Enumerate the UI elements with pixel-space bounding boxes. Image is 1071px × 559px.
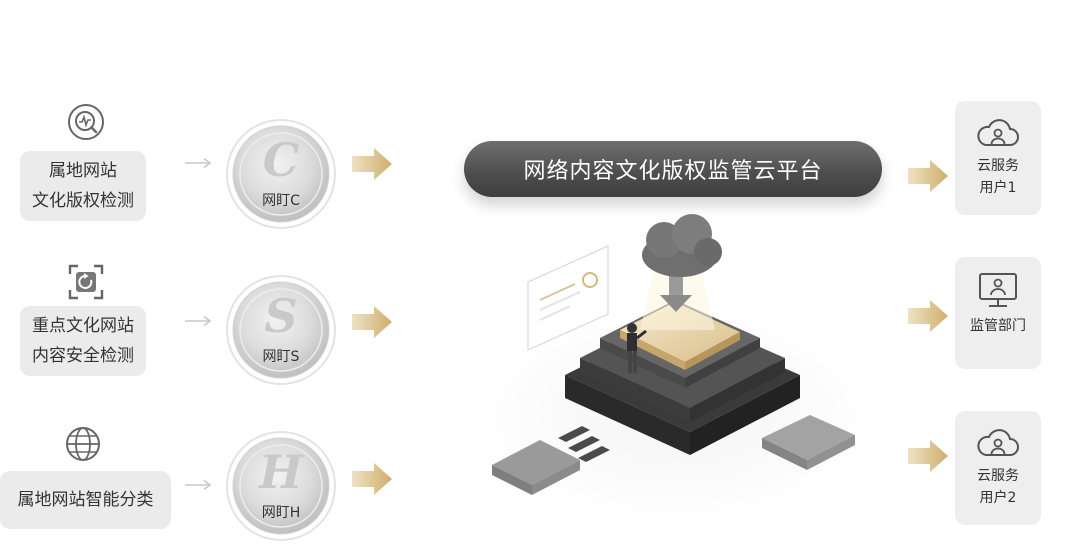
left-item-3-line-1: 属地网站智能分类: [17, 490, 154, 510]
arrow-right-icon: [185, 315, 212, 327]
user-card-3-line-2: 用户2: [979, 490, 1017, 506]
coin-c-label: 网盯C: [262, 193, 300, 209]
cloud-icon: [642, 214, 722, 277]
coin-h-label: 网盯H: [261, 505, 301, 521]
user-card-1: 云服务 用户1: [955, 101, 1041, 215]
gold-arrow-icon: [352, 148, 392, 180]
left-item-2-line-2: 内容安全检测: [32, 346, 134, 366]
user-card-2: 监管部门: [955, 257, 1041, 369]
left-item-2-line-1: 重点文化网站: [32, 316, 134, 336]
side-tile-left: [492, 440, 580, 495]
platform-illustration: [470, 214, 880, 525]
left-item-2-box: 重点文化网站 内容安全检测: [20, 306, 146, 376]
side-tile-right: [762, 415, 855, 470]
user-card-3: 云服务 用户2: [955, 411, 1041, 525]
platform-title: 网络内容文化版权监管云平台: [464, 141, 882, 197]
coin-s-letter: S: [264, 289, 297, 343]
coin-h-letter: H: [257, 445, 304, 499]
document-panel: [527, 245, 609, 351]
left-item-3-box: 属地网站智能分类: [0, 471, 171, 529]
user-card-3-line-1: 云服务: [977, 468, 1019, 484]
gold-arrow-icon: [352, 463, 392, 495]
person-figure: [627, 323, 647, 373]
user-card-1-line-2: 用户1: [979, 180, 1017, 196]
arrow-right-icon: [185, 479, 212, 491]
left-item-1-box: 属地网站 文化版权检测: [20, 151, 146, 221]
user-card-2-line-1: 监管部门: [970, 318, 1026, 334]
arrow-right-icon: [185, 157, 212, 169]
scan-refresh-icon: [66, 262, 106, 302]
cloud-user-icon: [977, 119, 1019, 146]
gold-arrow-icon: [908, 300, 948, 332]
user-card-1-line-1: 云服务: [977, 158, 1019, 174]
gold-arrow-icon: [908, 160, 948, 192]
gold-arrow-icon: [352, 306, 392, 338]
monitor-user-icon: [979, 273, 1017, 307]
left-item-1-line-2: 文化版权检测: [32, 191, 134, 211]
cloud-user-icon: [977, 429, 1019, 456]
left-item-1-line-1: 属地网站: [49, 161, 117, 181]
globe-icon: [64, 425, 102, 463]
search-chart-icon: [66, 102, 106, 142]
coin-s-label: 网盯S: [262, 349, 300, 365]
gold-arrow-icon: [908, 440, 948, 472]
coin-c-letter: C: [263, 133, 300, 187]
